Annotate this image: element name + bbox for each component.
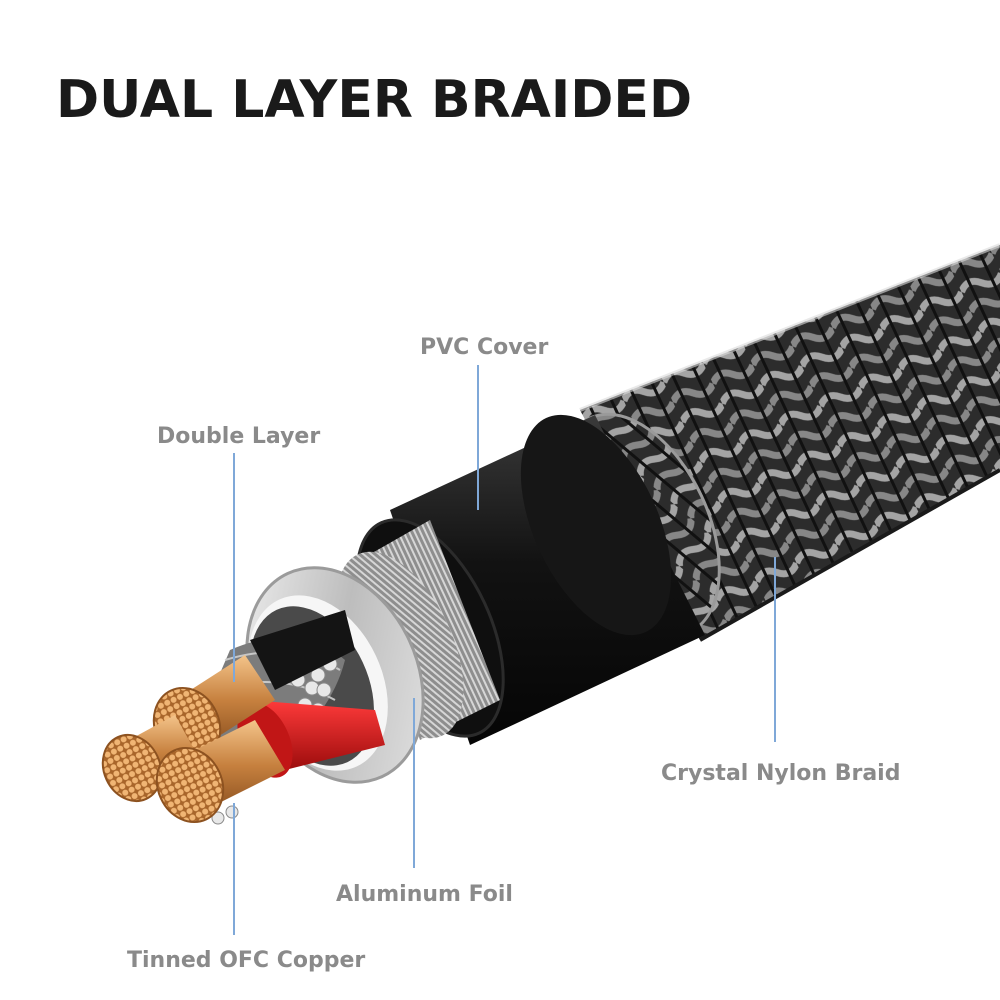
page-title: DUAL LAYER BRAIDED	[56, 70, 693, 130]
black-insulation	[250, 610, 355, 690]
copper-conductor-lower	[155, 720, 285, 823]
leader-lines	[233, 365, 776, 935]
label-double-layer: Double Layer	[157, 424, 321, 449]
label-crystal-nylon-braid: Crystal Nylon Braid	[661, 761, 901, 786]
label-aluminum-foil: Aluminum Foil	[336, 882, 513, 907]
copper-conductor-left	[101, 715, 200, 803]
label-pvc-cover: PVC Cover	[420, 335, 549, 360]
label-tinned-ofc-copper: Tinned OFC Copper	[127, 948, 366, 973]
